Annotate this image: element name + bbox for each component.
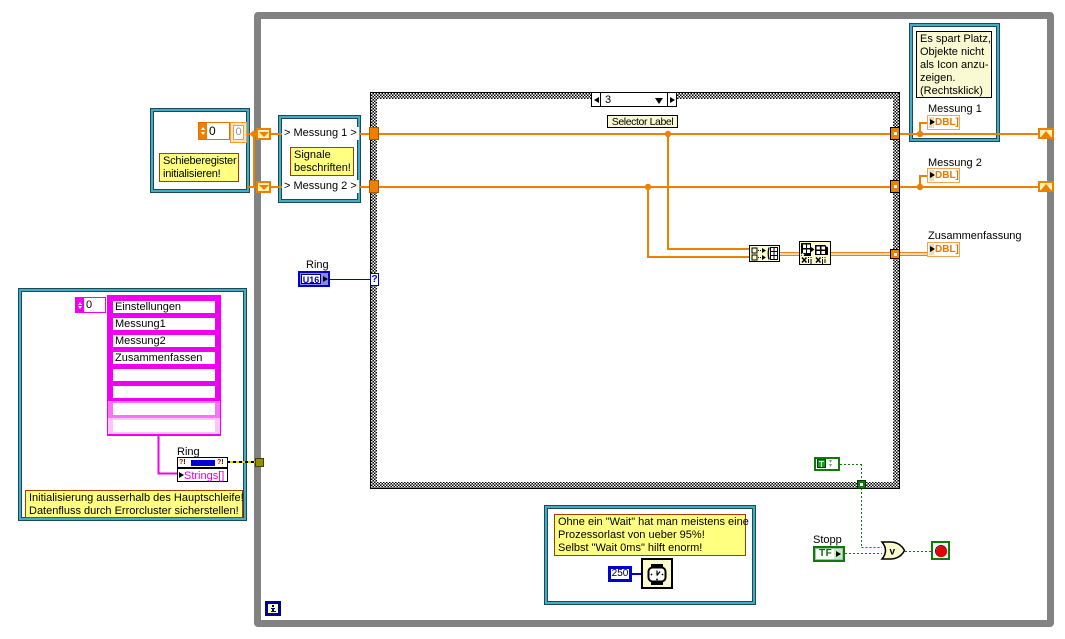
svg-text:v: v bbox=[890, 547, 896, 558]
